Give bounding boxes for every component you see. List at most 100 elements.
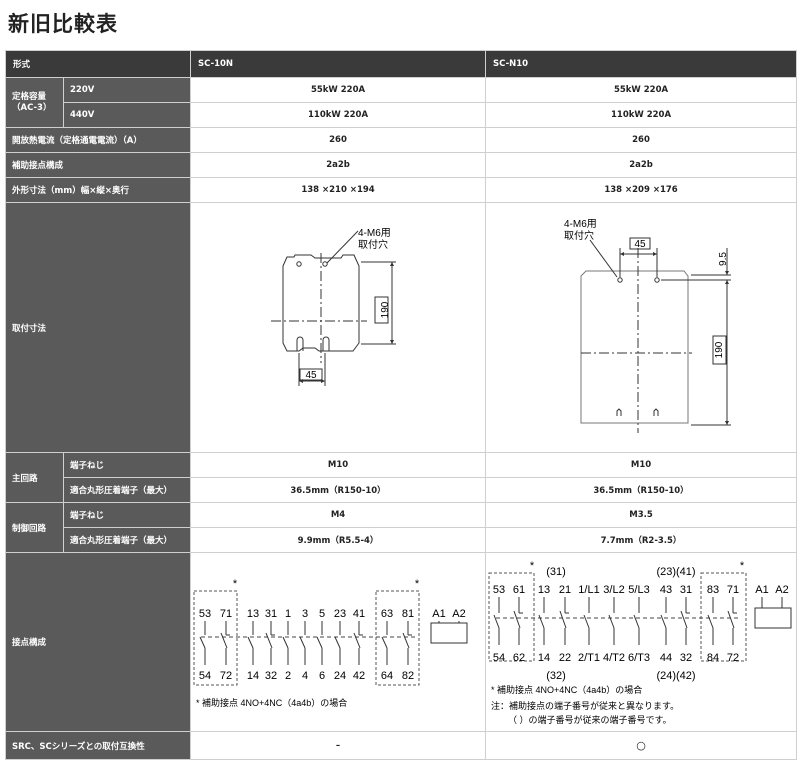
old-top-label: 5 (319, 608, 325, 620)
old-no-contact (282, 636, 289, 649)
new-bottom-label: 6/T3 (628, 652, 650, 664)
old-top-label: 71 (220, 608, 232, 620)
new-no-contact (538, 614, 545, 629)
main-screw-old: M10 (190, 452, 487, 478)
old-no-contact (247, 636, 254, 649)
old-bottom-label: 72 (220, 670, 232, 682)
v220-old: 55kW 220A (190, 77, 487, 103)
rated-capacity-label: 定格容量 （AC-3） (5, 77, 64, 128)
old-width-dim: 45 (305, 370, 317, 381)
old-no-contact (334, 636, 341, 649)
aux-contacts-old: 2a2b (190, 152, 487, 178)
old-star-2: * (415, 578, 420, 590)
new-bottom-label: 14 (538, 652, 550, 664)
new-bottom-label: 62 (513, 652, 525, 664)
compat-new: ○ (485, 731, 798, 760)
aux-contacts-label: 補助接点構成 (4, 152, 192, 178)
new-top-label: 21 (559, 584, 571, 596)
old-no-contact (299, 636, 306, 649)
old-bottom-label: 64 (381, 670, 393, 682)
mounting-old-drawing: 4-M6用 取付穴 190 45 (271, 228, 397, 386)
new-bottom-label: 4/T2 (603, 652, 625, 664)
new-width-dim: 45 (634, 239, 646, 250)
new-paren-bottom-32: (32) (546, 670, 566, 682)
new-star-2: * (740, 560, 745, 572)
new-nc-contact (559, 610, 567, 629)
new-no-contact (493, 614, 500, 629)
new-no-contact (660, 614, 667, 629)
new-contacts-note-3: （ ）の端子番号が従来の端子番号です。 (508, 714, 672, 725)
old-bottom-label: 14 (247, 670, 259, 682)
new-bottom-label: 54 (493, 652, 505, 664)
v220-label: 220V (62, 77, 192, 103)
old-no-contact (316, 636, 323, 649)
new-bottom-label: 44 (660, 652, 672, 664)
header-type-label: 形式 (4, 50, 192, 78)
old-top-label: 41 (353, 608, 365, 620)
old-star-1: * (233, 578, 238, 590)
main-lug-label: 適合丸形圧着端子（最大） (62, 477, 192, 503)
new-bottom-label: 2/T1 (578, 652, 600, 664)
compat-label: SRC、SCシリーズとの取付互換性 (4, 731, 192, 760)
old-nc-contact (220, 632, 228, 649)
control-screw-old: M4 (190, 502, 487, 528)
new-bottom-label: 22 (559, 652, 571, 664)
old-bottom-label: 42 (353, 670, 365, 682)
main-screw-label: 端子ねじ (62, 452, 192, 478)
old-nc-contact (353, 632, 361, 649)
contacts-label: 接点構成 (4, 552, 192, 732)
old-bottom-label: 82 (402, 670, 414, 682)
new-star-1: * (530, 560, 535, 572)
mounting-new-figure: 4-M6用 取付穴 45 9.5 190 (485, 202, 798, 453)
thermal-current-new: 260 (485, 127, 798, 153)
mounting-new-drawing: 4-M6用 取付穴 45 9.5 190 (564, 219, 732, 433)
control-circuit-label: 制御回路 (5, 502, 64, 553)
old-no-contact (381, 636, 388, 649)
aux-contacts-new: 2a2b (485, 152, 798, 178)
header-new-model: SC-N10 (485, 50, 798, 78)
control-lug-label: 適合丸形圧着端子（最大） (62, 527, 192, 553)
old-top-label: 53 (199, 608, 211, 620)
old-hole-label-1: 4-M6用 (358, 228, 391, 239)
old-bottom-label: 6 (319, 670, 325, 682)
new-paren-bottom-24-42: (24)(42) (656, 670, 695, 682)
header-old-model: SC-10N (190, 50, 487, 78)
old-bottom-label: 24 (334, 670, 346, 682)
v440-old: 110kW 220A (190, 102, 487, 128)
new-no-contact (633, 614, 640, 629)
contacts-new-diagram: 53546162131421221/L12/T13/L24/T25/L36/T3… (488, 560, 792, 725)
mounting-label: 取付寸法 (4, 202, 192, 453)
old-top-label: 13 (247, 608, 259, 620)
new-top-label: 5/L3 (628, 584, 649, 596)
control-lug-old: 9.9mm（R5.5-4） (190, 527, 487, 553)
old-top-label: 31 (265, 608, 277, 620)
mounting-old-figure: 4-M6用 取付穴 190 45 (190, 202, 487, 453)
old-top-label: 3 (302, 608, 308, 620)
control-lug-new: 7.7mm（R2-3.5） (485, 527, 798, 553)
old-bottom-label: 54 (199, 670, 211, 682)
old-bottom-label: 4 (302, 670, 308, 682)
old-nc-contact (265, 632, 273, 649)
old-no-contact (199, 636, 206, 649)
new-hole-label-2: 取付穴 (564, 229, 594, 242)
new-coil-label: A1 (755, 584, 768, 596)
old-bottom-label: 32 (265, 670, 277, 682)
new-hole-label-1: 4-M6用 (564, 219, 597, 230)
old-bottom-label: 2 (285, 670, 291, 682)
new-top-label: 13 (538, 584, 550, 596)
new-top-label: 53 (493, 584, 505, 596)
new-bottom-label: 72 (727, 652, 739, 664)
dimensions-old: 138 ×210 ×194 (190, 177, 487, 203)
new-offset-dim: 9.5 (718, 252, 729, 266)
new-top-label: 43 (660, 584, 672, 596)
new-paren-top-23-41: (23)(41) (656, 566, 695, 578)
new-top-label: 31 (680, 584, 692, 596)
contacts-old-diagram: 53547172131431321234562324414263648182A1… (193, 578, 468, 708)
old-hole-label-2: 取付穴 (358, 238, 388, 251)
new-height-dim: 190 (714, 341, 725, 358)
new-no-contact (707, 614, 714, 629)
thermal-current-old: 260 (190, 127, 487, 153)
comparison-table: 形式 SC-10N SC-N10 定格容量 （AC-3） 220V 55kW 2… (4, 50, 798, 760)
